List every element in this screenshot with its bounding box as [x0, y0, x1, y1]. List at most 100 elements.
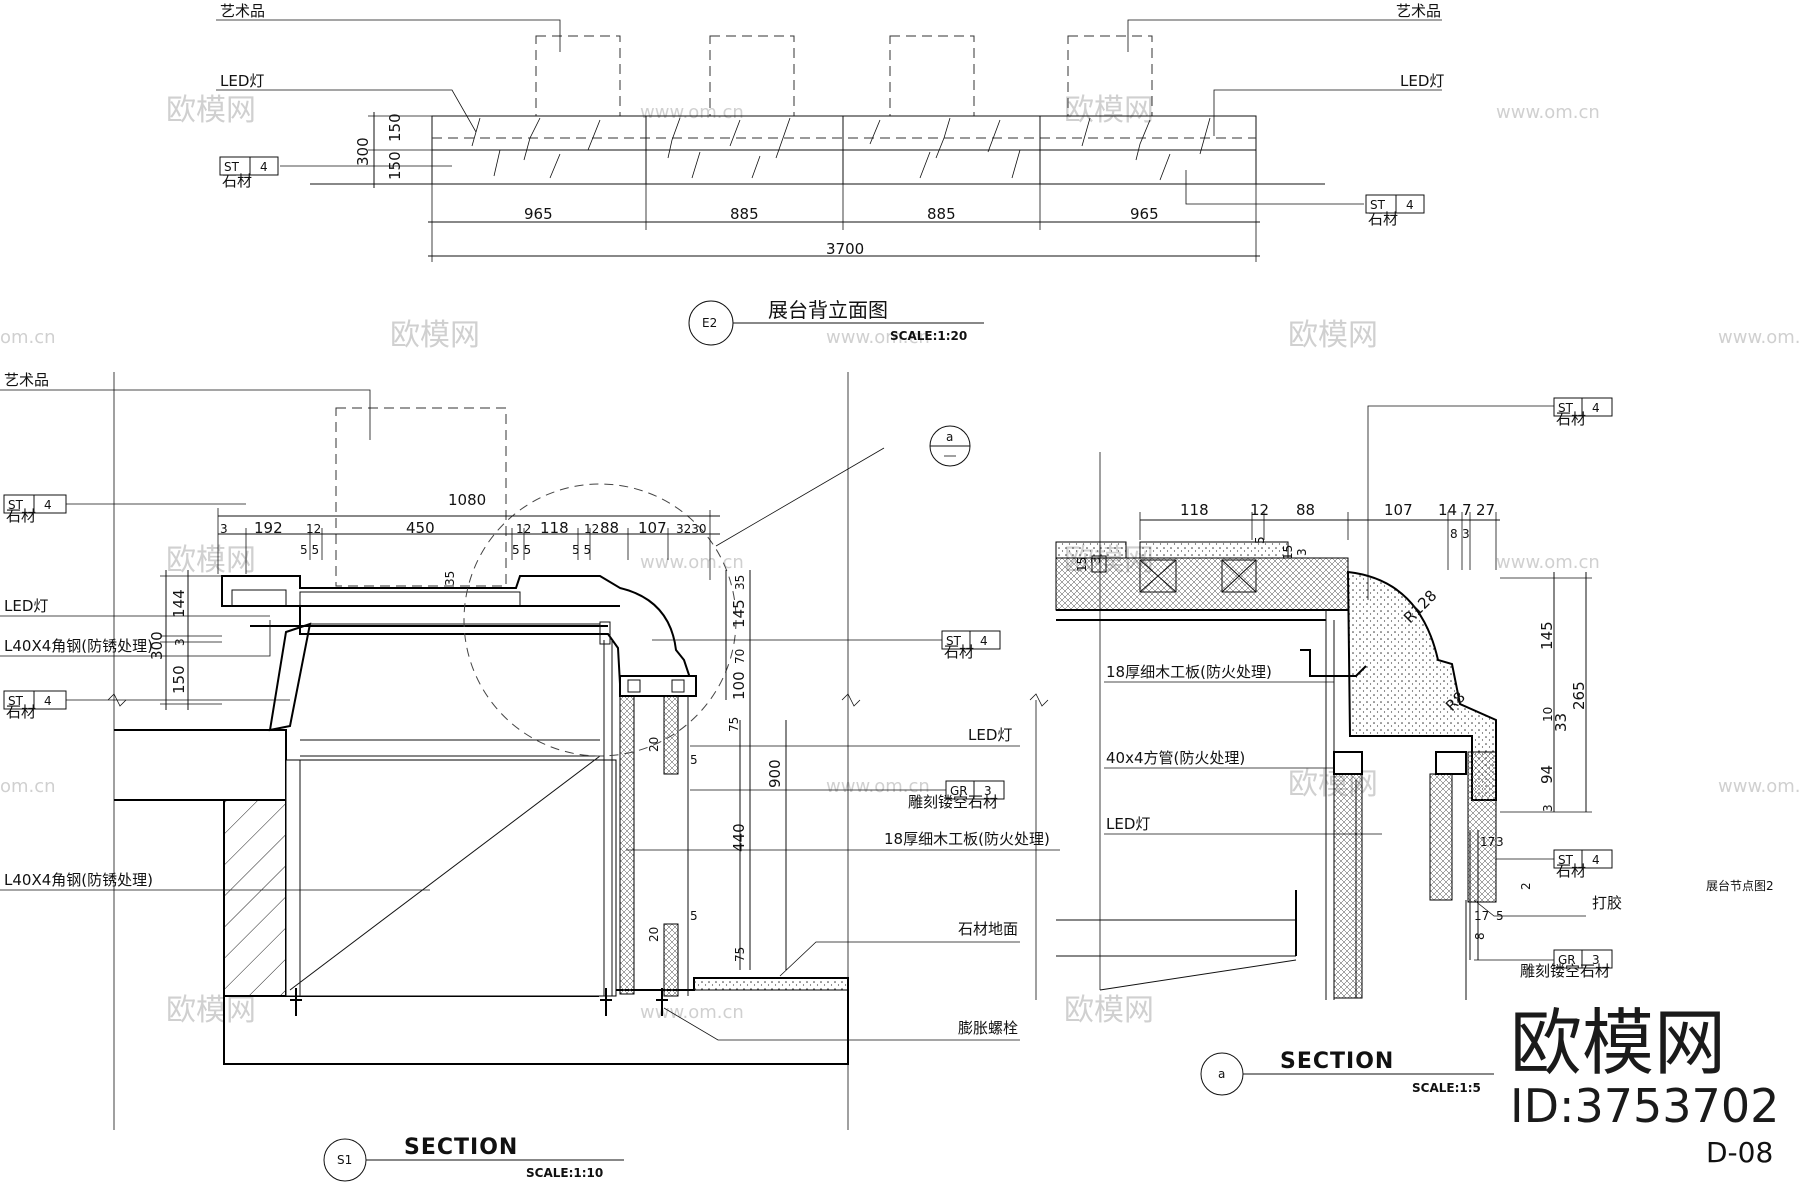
dim-label: 17: [1474, 909, 1489, 923]
dim-label: 145: [730, 599, 748, 628]
watermark-url: www.om.cn: [1496, 552, 1600, 573]
drawing-title: SECTION: [1280, 1049, 1394, 1074]
dim-label: 3: [1089, 556, 1103, 564]
dim-label: 7: [1462, 501, 1472, 519]
section-s1-drawing: a 1080 192 450 118 88 107 3230 3 12 12 1…: [0, 371, 1060, 1182]
watermark-brand: 欧模网: [1064, 993, 1154, 1028]
dim-label: 3: [1295, 548, 1309, 556]
tag-num: 4: [1406, 198, 1414, 212]
drawing-title: 展台背立面图: [768, 298, 888, 322]
label-bolt: 膨胀螺栓: [958, 1019, 1018, 1037]
artwork-outline: [1067, 35, 1153, 117]
dim-label: 5: [690, 909, 698, 923]
dim-label: 70: [733, 649, 747, 664]
dim-label: 450: [406, 519, 435, 537]
dim-label: 15: [1075, 557, 1089, 572]
label-angle-steel: L40X4角钢(防锈处理): [4, 637, 153, 655]
dim-label: 12: [306, 522, 321, 536]
dim-label: 8: [1450, 527, 1458, 541]
tag-code: ST: [8, 694, 24, 708]
dim-label: 192: [254, 519, 283, 537]
drawing-scale: SCALE:1:5: [1412, 1081, 1481, 1095]
tag-code: ST: [1558, 401, 1574, 415]
dim-label: 150: [170, 665, 188, 694]
dim-label: 5 5: [572, 543, 591, 557]
label-stone: 石材: [222, 172, 252, 190]
label-carved-stone: 雕刻镂空石材: [1520, 962, 1610, 980]
tag-code: GR: [1558, 953, 1576, 967]
dim-label: 35: [443, 571, 457, 586]
dim-label: 265: [1570, 681, 1588, 710]
elevation-drawing: 965 885 885 965 3700 150 150 300 艺术品 LED…: [216, 2, 1444, 346]
dim-label: 3: [173, 638, 187, 646]
dim-label: 75: [727, 717, 741, 732]
tag-code: ST: [1558, 853, 1574, 867]
dim-label: 15: [1281, 545, 1295, 560]
dim-label: 5: [690, 753, 698, 767]
watermark-brand: 欧模网: [166, 993, 256, 1028]
label-stone: 石材: [6, 703, 36, 721]
dim-label: 3: [1462, 527, 1470, 541]
dim-label: 300: [148, 631, 166, 660]
dim-label: 88: [600, 519, 619, 537]
material-tag-st: [219, 156, 279, 176]
dim-label: 145: [1538, 621, 1556, 650]
dim-label: 150: [386, 113, 404, 142]
dim-label: 300: [354, 137, 372, 166]
label-plywood: 18厚细木工板(防火处理): [884, 830, 1050, 848]
watermark-brand: 欧模网: [166, 543, 256, 578]
watermark-url: www.om.cn: [826, 776, 930, 797]
watermark-url: om.cn: [0, 776, 56, 797]
label-stone: 石材: [1556, 410, 1586, 428]
dim-label: 12: [584, 522, 599, 536]
dim-label: 5 5: [512, 543, 531, 557]
dim-label: 107: [1384, 501, 1413, 519]
dim-label: 118: [1180, 501, 1209, 519]
anchor-bolts: [290, 988, 668, 1016]
sheet-number: D-08: [1706, 1136, 1773, 1169]
dim-label: 118: [540, 519, 569, 537]
label-stone: 石材: [1556, 862, 1586, 880]
dim-label: 3: [1496, 835, 1504, 849]
drawing-title: SECTION: [404, 1135, 518, 1160]
tag-num: 4: [1592, 401, 1600, 415]
dim-label: 3: [1541, 804, 1555, 812]
detail-note: 展台节点图2: [1706, 878, 1774, 893]
dim-label: 88: [1296, 501, 1315, 519]
tag-code: ST: [946, 634, 962, 648]
tag-code: GR: [950, 784, 968, 798]
dim-label: 900: [766, 759, 784, 788]
artwork-outline: [709, 35, 795, 117]
tag-num: 3: [1592, 953, 1600, 967]
dim-label: 3: [220, 522, 228, 536]
tag-code: ST: [8, 498, 24, 512]
tag-num: 4: [1592, 853, 1600, 867]
dim-label: 8: [1473, 932, 1487, 940]
detail-a-drawing: 118 12 88 107 14 7 27 5 8 3 15 3 15 3 R1…: [1029, 397, 1774, 1096]
watermark-url: www.om.cn: [640, 552, 744, 573]
dim-label: 3230: [676, 522, 707, 536]
stone-cap: [221, 575, 694, 697]
watermark-url: www.om.cn: [826, 327, 930, 348]
artwork-outline: [335, 407, 507, 587]
label-carved-stone: 雕刻镂空石材: [908, 793, 998, 811]
tag-num: 3: [984, 784, 992, 798]
dim-label: 5 5: [300, 543, 319, 557]
artwork-outline: [889, 35, 975, 117]
label-artwork: 艺术品: [1396, 2, 1441, 20]
dim-total: 3700: [826, 240, 864, 258]
watermark-url: www.om.cn: [640, 102, 744, 123]
logo-id: ID:3753702: [1510, 1079, 1779, 1133]
dim-label: 35: [733, 575, 747, 590]
dim-label: 885: [730, 205, 759, 223]
dim-label: 5: [1253, 536, 1267, 544]
label-led: LED灯: [4, 597, 48, 615]
watermark-url: www.om.cn: [640, 1002, 744, 1023]
dim-label: 107: [638, 519, 667, 537]
label-stone: 石材: [1368, 210, 1398, 228]
dim-label: 144: [170, 589, 188, 618]
dim-label: 94: [1538, 765, 1556, 784]
dim-label: 12: [516, 522, 531, 536]
tag-num: 4: [260, 160, 268, 174]
